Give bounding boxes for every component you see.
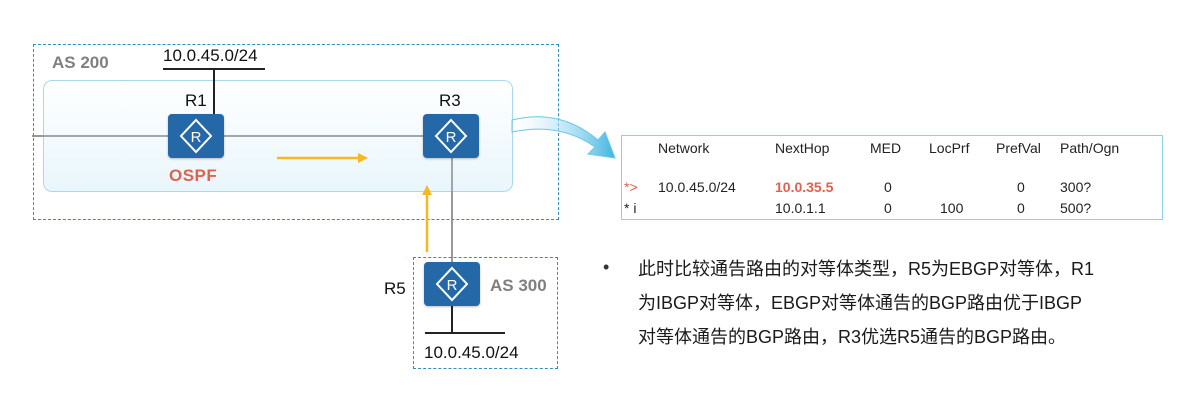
row1-nexthop: 10.0.35.5 (775, 179, 834, 195)
r1-label: R1 (185, 91, 207, 110)
top-network-label: 10.0.45.0/24 (163, 46, 258, 65)
as300-label: AS 300 (490, 276, 547, 295)
row2-nexthop: 10.0.1.1 (775, 200, 826, 216)
row1-status: *> (624, 179, 638, 195)
router-icon: R (179, 118, 213, 154)
router-glyph: R (191, 129, 202, 146)
col-header-nexthop: NextHop (775, 140, 830, 156)
row2-med: 0 (884, 200, 892, 216)
bgp-routing-table: Network NextHop MED LocPrf PrefVal Path/… (621, 135, 1163, 220)
as200-boundary (33, 44, 559, 220)
row2-path: 500? (1060, 200, 1092, 216)
router-icon: R (435, 266, 469, 302)
col-header-prefval: PrefVal (996, 140, 1041, 156)
as200-label: AS 200 (52, 53, 109, 72)
row2-prefval: 0 (1017, 200, 1025, 216)
router-r1[interactable]: R (168, 114, 224, 158)
ospf-label: OSPF (169, 166, 218, 185)
row2-status: * i (624, 200, 637, 216)
router-glyph: R (447, 277, 458, 294)
bullet-icon: • (603, 257, 610, 277)
col-header-med: MED (870, 140, 902, 156)
col-header-network: Network (658, 140, 710, 156)
router-r3[interactable]: R (423, 114, 479, 158)
router-glyph: R (446, 129, 457, 146)
as300-boundary (413, 257, 558, 369)
description-text: 此时比较通告路由的对等体类型，R5为EBGP对等体，R1 为IBGP对等体，EB… (638, 252, 1186, 354)
row2-locprf: 100 (940, 200, 964, 216)
row1-prefval: 0 (1017, 179, 1025, 195)
row1-network: 10.0.45.0/24 (658, 179, 736, 195)
router-icon: R (434, 118, 468, 154)
router-r5[interactable]: R (424, 262, 480, 306)
row1-path: 300? (1060, 179, 1092, 195)
r5-label: R5 (384, 279, 406, 298)
bottom-network-label: 10.0.45.0/24 (424, 343, 519, 362)
description-line: 此时比较通告路由的对等体类型，R5为EBGP对等体，R1 (638, 259, 1095, 279)
description-line: 为IBGP对等体，EBGP对等体通告的BGP路由优于IBGP (638, 293, 1083, 313)
row1-med: 0 (884, 179, 892, 195)
description-line: 对等体通告的BGP路由，R3优选R5通告的BGP路由。 (638, 327, 1067, 347)
r3-label: R3 (439, 91, 461, 110)
col-header-locprf: LocPrf (929, 140, 970, 156)
col-header-path: Path/Ogn (1060, 140, 1120, 156)
